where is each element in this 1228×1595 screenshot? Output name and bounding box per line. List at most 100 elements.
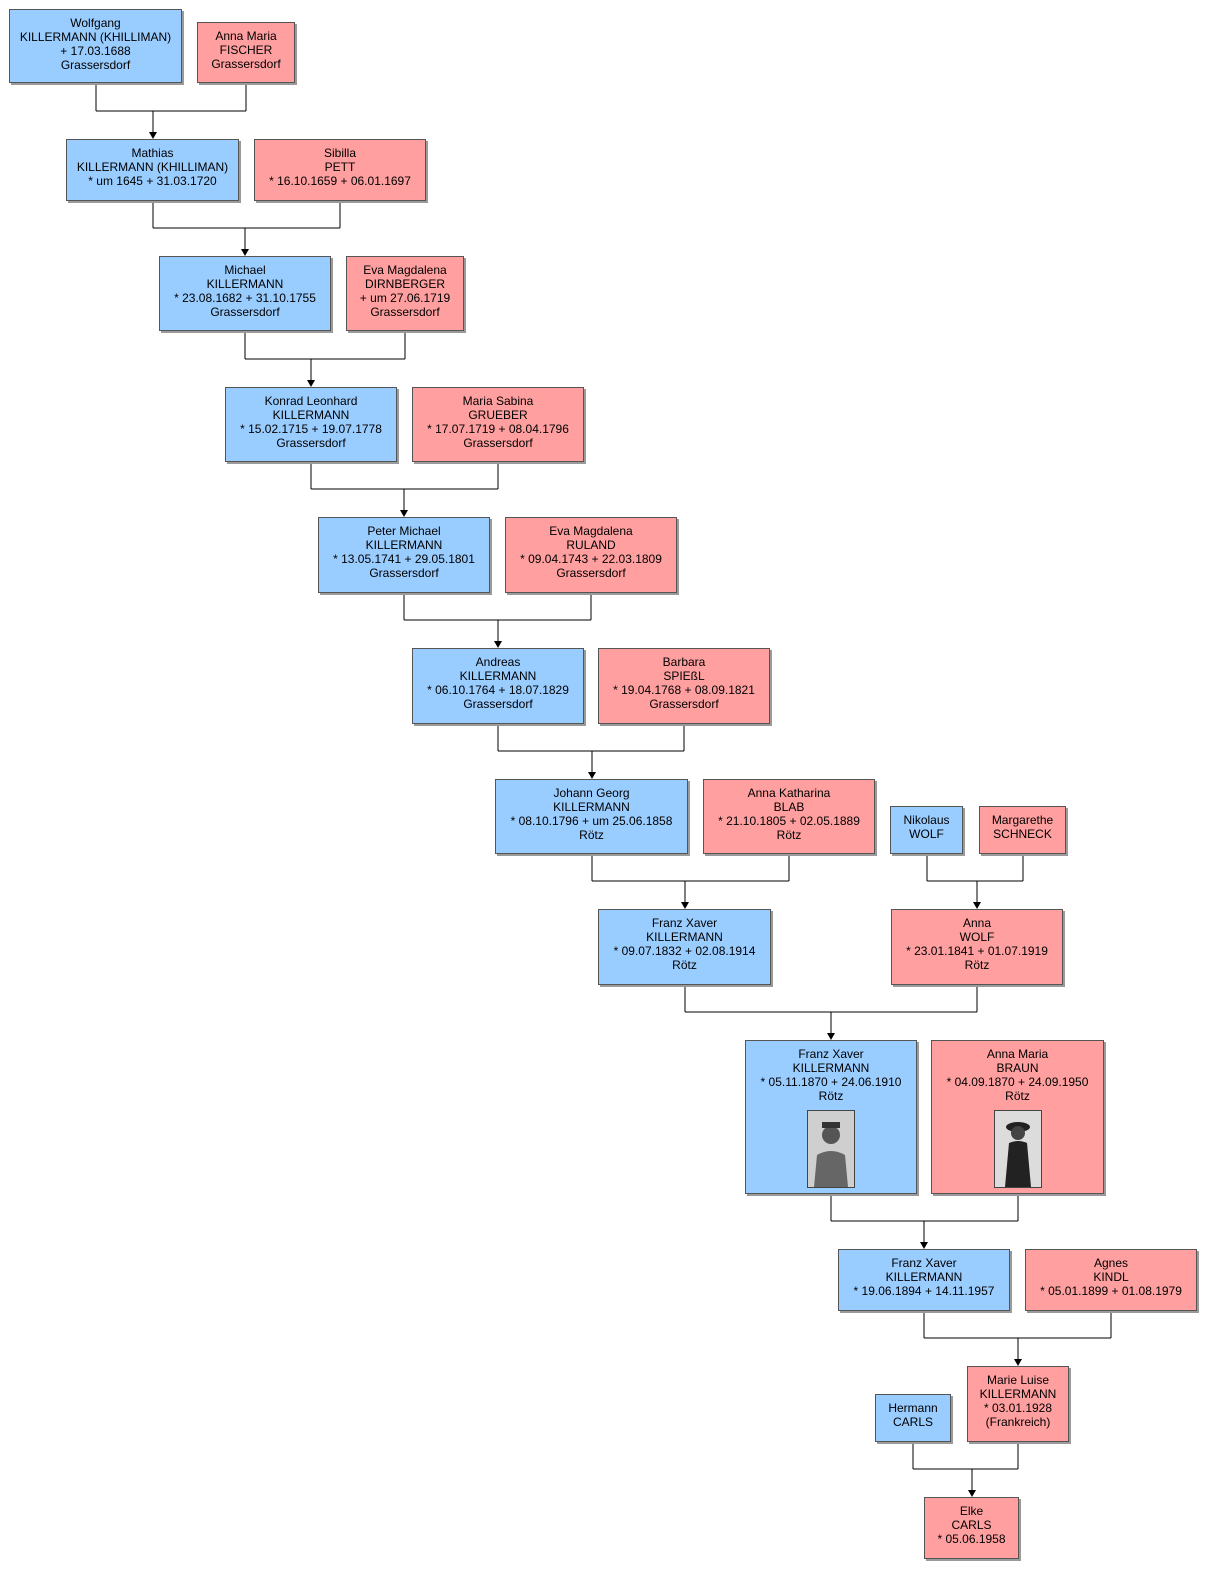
person-text-line: Grassersdorf [649,697,719,711]
person-text-line: BRAUN [996,1061,1039,1075]
portrait-photo [807,1110,855,1188]
person-text-line: Rötz [672,958,697,972]
arrow-head-icon [241,249,249,256]
person-text-line: Wolfgang [70,16,121,30]
person-text-line: Grassersdorf [370,305,440,319]
person-text-line: Margarethe [991,813,1054,827]
person-text-line: DIRNBERGER [364,277,445,291]
person-text-line: Mathias [131,146,174,160]
person-text-line: * 23.01.1841 + 01.07.1919 [906,944,1048,958]
person-text-line: KILLERMANN (KHILLIMAN) [19,30,172,44]
person-text-line: Eva Magdalena [363,263,447,277]
person-text-line: WOLF [909,827,944,841]
person-text-line: CARLS [951,1518,992,1532]
person-text-line: Peter Michael [367,524,441,538]
person-text-line: Michael [224,263,266,277]
person-text-line: Elke [959,1504,984,1518]
person-text-line: * 03.01.1928 [983,1401,1053,1415]
person-text-line: + 17.03.1688 [60,44,131,58]
person-text-line: Rötz [579,828,604,842]
person-text-line: BLAB [773,800,805,814]
person-text-line: Eva Magdalena [549,524,633,538]
portrait-photo [993,1110,1042,1188]
arrow-head-icon [149,132,157,139]
person-text-line: * 06.10.1764 + 18.07.1829 [427,683,569,697]
person-text-line: Grassersdorf [60,58,131,72]
person-text-line: GRUEBER [468,408,528,422]
arrow-head-icon [968,1490,976,1497]
arrow-head-icon [827,1033,835,1040]
person-text-line: * um 1645 + 31.03.1720 [88,174,217,188]
arrow-head-icon [920,1242,928,1249]
person-text-line: KILLERMANN [206,277,284,291]
person-text-line: KILLERMANN [459,669,537,683]
person-text-line: KILLERMANN [885,1270,963,1284]
person-text-line: * 19.04.1768 + 08.09.1821 [613,683,755,697]
person-text-line: + um 27.06.1719 [359,291,451,305]
person-text-line: Rötz [776,828,802,842]
person-text-line: Rötz [964,958,990,972]
person-text-line: KILLERMANN [792,1061,870,1075]
person-text-line: SPIEßL [663,669,705,683]
person-text-line: * 19.06.1894 + 14.11.1957 [853,1284,995,1298]
person-text-line: CARLS [892,1415,933,1429]
person-text-line: * 15.02.1715 + 19.07.1778 [240,422,382,436]
arrow-head-icon [494,641,502,648]
person-text-line: * 09.04.1743 + 22.03.1809 [520,552,662,566]
person-text-line: * 05.01.1899 + 01.08.1979 [1040,1284,1182,1298]
person-text-line: KILLERMANN [979,1387,1057,1401]
person-text-line: KILLERMANN [553,800,630,814]
arrow-head-icon [400,510,408,517]
person-text-line: * 23.08.1682 + 31.10.1755 [174,291,316,305]
person-text-line: Anna Katharina [747,786,831,800]
person-text-line: KILLERMANN [646,930,723,944]
person-text-line: Grassersdorf [210,305,280,319]
person-text-line: Marie Luise [986,1373,1050,1387]
person-text-line: RULAND [566,538,616,552]
portrait-silhouette-icon [808,1111,854,1187]
person-text-line: * 04.09.1870 + 24.09.1950 [946,1075,1089,1089]
arrow-head-icon [681,902,689,909]
person-text-line: PETT [324,160,356,174]
person-text-line: Sibilla [323,146,356,160]
person-text-line: Rötz [818,1089,844,1103]
person-text-line: SCHNECK [993,827,1052,841]
person-text-line: Hermann [888,1401,938,1415]
person-text-line: * 16.10.1659 + 06.01.1697 [269,174,411,188]
person-text-line: KILLERMANN [365,538,443,552]
person-text-line: WOLF [959,930,995,944]
person-text-line: (Frankreich) [985,1415,1051,1429]
person-text-line: Anna Maria [986,1047,1049,1061]
person-text-line: Rötz [1005,1089,1030,1103]
person-text-line: Grassersdorf [276,436,346,450]
portrait-silhouette-icon [994,1111,1041,1187]
person-text-line: Grassersdorf [463,436,533,450]
person-text-line: KILLERMANN [272,408,350,422]
